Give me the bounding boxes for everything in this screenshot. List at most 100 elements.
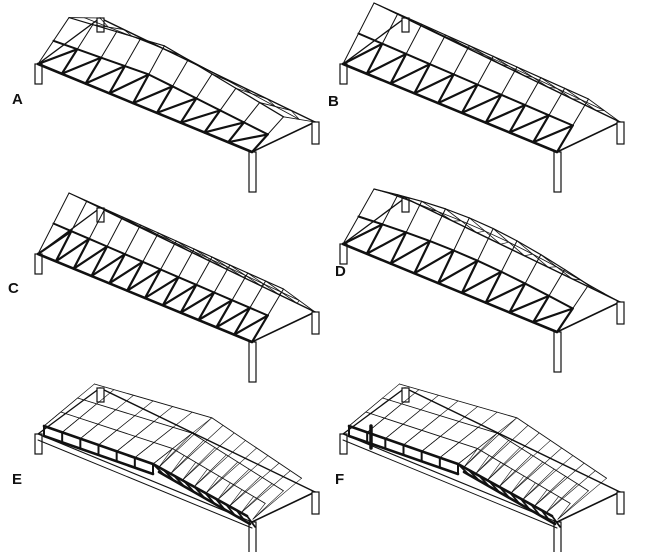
top-chord: [76, 48, 103, 59]
cross-brace: [348, 383, 400, 427]
ridge-chord: [397, 194, 423, 202]
diagonal-web: [260, 283, 264, 287]
panel-label-c: C: [8, 280, 19, 297]
panel-label-a: A: [12, 91, 23, 108]
truss-panel-f: [339, 383, 625, 552]
ridge-chord: [68, 16, 94, 26]
bottom-chord: [36, 62, 254, 154]
diagonal-web: [108, 73, 150, 95]
top-chord: [213, 291, 234, 302]
diagonal-web: [571, 278, 581, 281]
diagonal-web: [225, 266, 229, 270]
cross-brace: [170, 425, 224, 475]
top-chord: [242, 121, 269, 136]
edge-beam: [251, 311, 316, 343]
cross-brace: [557, 490, 589, 520]
top-chord: [147, 73, 174, 88]
cross-brace: [534, 489, 548, 507]
truss-panel-a: [34, 16, 320, 193]
top-chord: [151, 462, 249, 518]
support-column: [96, 387, 105, 403]
diagonal-web: [290, 110, 300, 120]
ridge-chord: [92, 24, 118, 33]
diagonal-web: [60, 56, 103, 75]
ridge-chord: [187, 59, 213, 75]
cross-brace: [487, 447, 521, 481]
ridge-chord: [421, 23, 447, 36]
top-chord: [245, 275, 264, 285]
cross-brace: [421, 406, 478, 452]
cross-brace: [498, 468, 513, 488]
ridge-chord: [397, 13, 423, 25]
bottom-chord: [37, 433, 253, 523]
rafter: [251, 288, 284, 343]
ridge-chord: [373, 188, 399, 196]
diagonal-web: [484, 103, 527, 124]
diagonal-web: [36, 48, 79, 66]
diagonal-web: [540, 509, 551, 523]
cross-brace: [522, 455, 574, 501]
diagonal-web: [457, 463, 470, 476]
diagonal-web: [413, 73, 455, 95]
top-chord: [52, 39, 79, 51]
cross-brace: [545, 496, 559, 514]
cross-brace: [545, 483, 578, 514]
top-chord: [357, 32, 384, 45]
cross-brace: [475, 455, 490, 475]
top-chord: [251, 93, 276, 107]
top-chord: [100, 56, 126, 68]
support-column: [616, 121, 625, 145]
ridge-chord: [211, 73, 237, 89]
cross-brace: [158, 417, 213, 468]
cross-brace: [229, 489, 243, 507]
support-column: [34, 63, 43, 85]
ridge-chord: [139, 224, 159, 234]
cross-brace: [252, 490, 284, 520]
cross-brace: [252, 503, 266, 520]
cross-brace: [182, 432, 235, 481]
rafter: [556, 98, 589, 153]
top-chord: [428, 240, 455, 252]
edge-beam: [556, 301, 621, 333]
top-chord: [412, 201, 438, 212]
diagonal-web: [99, 17, 109, 28]
diagonal-web: [571, 98, 581, 100]
diagonal-web: [519, 497, 531, 511]
cross-brace: [498, 440, 551, 488]
ridge-chord: [104, 208, 124, 218]
diagonal-web: [500, 63, 510, 67]
top-chord: [500, 270, 527, 285]
diagonal-web: [242, 275, 246, 278]
bottom-chord: [37, 439, 253, 529]
ridge-chord: [421, 200, 447, 210]
cross-brace: [43, 383, 95, 427]
diagonal-web: [123, 29, 133, 37]
top-chord: [484, 230, 510, 243]
cross-brace: [240, 496, 254, 514]
ridge-chord: [157, 232, 177, 242]
diagonal-web: [341, 223, 384, 246]
diagonal-web: [84, 64, 127, 85]
cross-brace: [182, 447, 216, 481]
diagonal-web: [460, 93, 503, 114]
ridge-chord: [235, 87, 261, 104]
top-chord: [195, 283, 216, 294]
ridge-chord: [122, 216, 142, 226]
support-column: [311, 491, 320, 515]
top-chord: [547, 294, 574, 310]
diagonal-web: [476, 230, 486, 234]
bottom-chord: [341, 242, 559, 334]
cross-brace: [170, 455, 185, 475]
cross-brace: [240, 470, 291, 514]
support-column: [401, 17, 410, 33]
ridge-chord: [68, 192, 88, 202]
diagonal-web: [365, 231, 408, 255]
top-chord: [556, 87, 581, 100]
diagonal-web: [532, 307, 574, 324]
cross-brace: [522, 468, 555, 501]
edge-beam: [251, 491, 316, 523]
top-chord: [171, 85, 198, 100]
diagonal-web: [126, 268, 162, 292]
diagonal-web: [484, 282, 527, 304]
diagonal-web: [460, 270, 503, 294]
